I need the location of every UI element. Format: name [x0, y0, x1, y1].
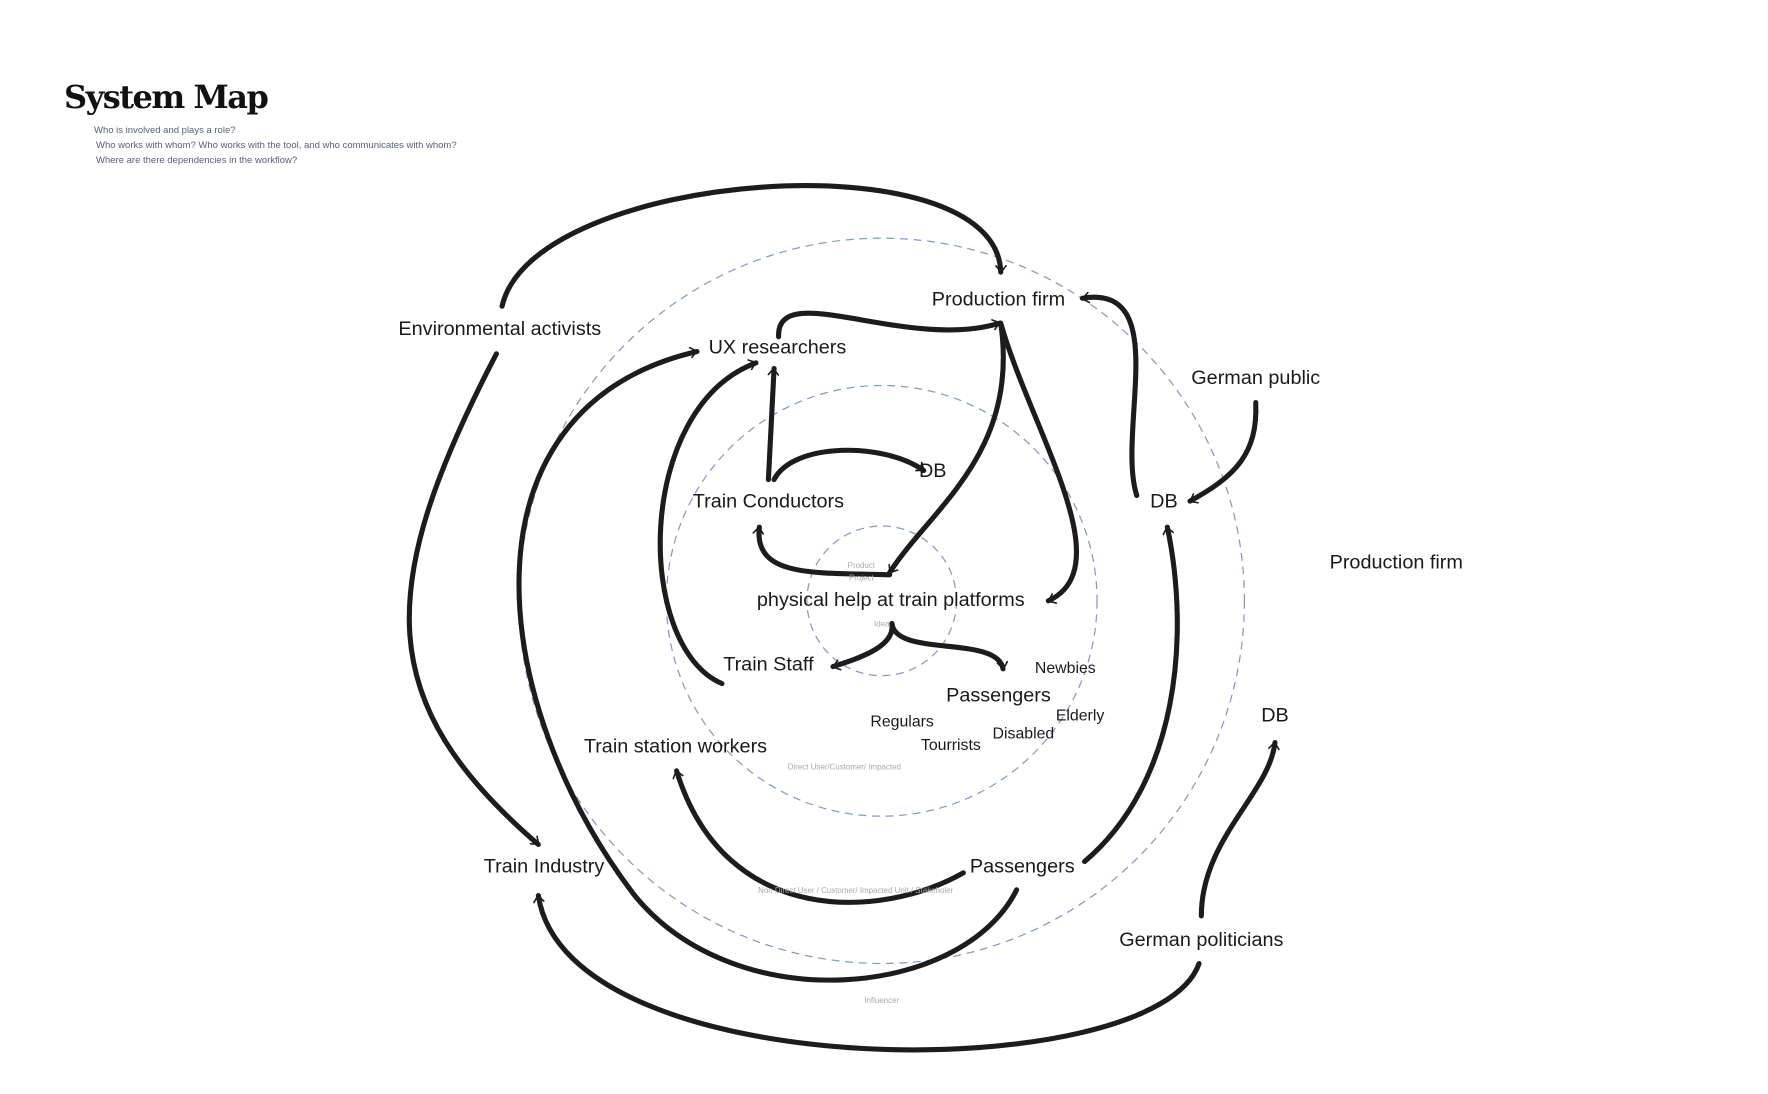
ring-label-non-direct-user: Non Direct User / Customer/ Impacted Uni… [758, 886, 953, 895]
arrow-train-staff-to-ux-researchers [657, 359, 759, 687]
arrow-activists-to-production-firm [499, 183, 1007, 309]
node-newbies[interactable]: Newbies [1035, 660, 1096, 677]
node-db-inner[interactable]: DB [919, 460, 947, 482]
node-tourists[interactable]: Tourrists [921, 737, 981, 754]
arrow-help-to-passengers [889, 620, 1009, 672]
node-production-firm-outer[interactable]: Production firm [1330, 552, 1463, 574]
ring-label-project: Project [849, 573, 874, 582]
ring-label-influencer: Influencer [864, 996, 899, 1005]
arrow-help-to-conductors [752, 524, 893, 578]
ring-label-direct-user: Direct User/Customer/ Impacted [788, 763, 901, 772]
question-1: Who is involved and plays a role? [94, 125, 236, 136]
arrow-production-firm-to-help-right [998, 320, 1079, 604]
node-german-politicians[interactable]: German politicians [1119, 929, 1283, 951]
node-train-industry[interactable]: Train Industry [484, 855, 605, 877]
node-train-staff[interactable]: Train Staff [723, 654, 814, 676]
node-db-outer[interactable]: DB [1261, 705, 1289, 727]
node-elderly[interactable]: Elderly [1056, 708, 1105, 725]
arrow-conductors-to-db [771, 447, 927, 483]
arrow-activists-to-train-industry [406, 351, 541, 848]
arrow-passengers-to-db [1082, 524, 1180, 865]
page-title: System Map [64, 78, 269, 116]
arrow-production-firm-to-help [887, 320, 1006, 576]
ring-label-idea: Idea [874, 620, 890, 629]
node-train-conductors[interactable]: Train Conductors [693, 490, 844, 512]
arrow-db-to-production-firm [1079, 291, 1140, 498]
node-train-station-workers[interactable]: Train station workers [584, 735, 767, 757]
node-regulars[interactable]: Regulars [870, 713, 934, 730]
node-ux-researchers[interactable]: UX researchers [709, 336, 847, 358]
node-db-middle[interactable]: DB [1150, 490, 1178, 512]
node-passengers-outer[interactable]: Passengers [970, 855, 1075, 877]
node-disabled[interactable]: Disabled [993, 726, 1055, 743]
ring-product [806, 525, 958, 677]
node-german-public[interactable]: German public [1191, 367, 1320, 389]
node-passengers-inner[interactable]: Passengers [946, 684, 1051, 706]
ring-non-direct-user [518, 237, 1246, 965]
ring-label-product: Product [848, 561, 876, 570]
node-environmental-activists[interactable]: Environmental activists [398, 318, 601, 340]
node-production-firm-inner[interactable]: Production firm [932, 289, 1065, 311]
question-2: Who works with whom? Who works with the … [96, 140, 457, 151]
arrow-ux-to-production-firm [776, 310, 1003, 340]
ring-direct-user [665, 384, 1098, 817]
arrow-passengers-to-station-workers [672, 768, 966, 905]
question-3: Where are there dependencies in the work… [96, 155, 298, 166]
arrow-conductors-to-ux-researchers [765, 365, 780, 483]
arrow-politicians-to-train-industry [533, 892, 1202, 1053]
node-physical-help[interactable]: physical help at train platforms [757, 589, 1025, 611]
arrow-help-to-train-staff [830, 620, 895, 671]
arrow-passengers-to-ux-researchers [516, 346, 1020, 983]
arrows [406, 183, 1280, 1053]
arrow-politicians-to-db [1198, 739, 1280, 919]
arrow-german-public-to-db [1187, 399, 1259, 504]
